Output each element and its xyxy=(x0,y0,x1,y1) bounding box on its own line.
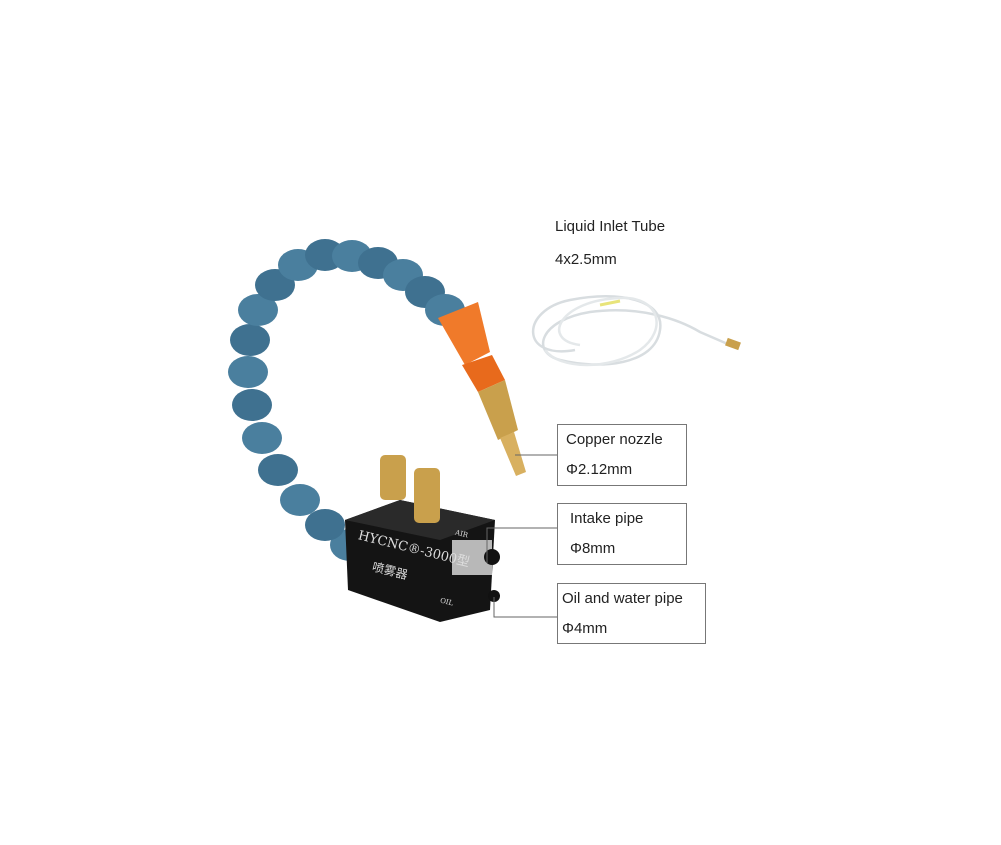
tube-size: 4x2.5mm xyxy=(555,251,617,268)
callout-oil-water-pipe: Oil and water pipe Φ4mm xyxy=(557,583,706,644)
callout-title: Copper nozzle xyxy=(566,431,663,448)
leader-lines xyxy=(486,454,557,618)
flexible-hose xyxy=(228,239,465,561)
copper-nozzle xyxy=(438,302,526,476)
hose-segment xyxy=(230,324,270,356)
hose-segment xyxy=(238,294,278,326)
tube-fitting xyxy=(725,337,741,351)
sprayer-block xyxy=(345,455,500,622)
callout-size: Φ8mm xyxy=(570,540,616,557)
callout-title: Oil and water pipe xyxy=(562,590,683,607)
hose-segment xyxy=(305,509,345,541)
hose-segment xyxy=(242,422,282,454)
callout-size: Φ4mm xyxy=(562,620,608,637)
callout-copper-nozzle: Copper nozzle Φ2.12mm xyxy=(557,424,687,486)
hose-segment xyxy=(228,356,268,388)
tube-title: Liquid Inlet Tube xyxy=(555,218,666,235)
hose-segment xyxy=(258,454,298,486)
callout-title: Intake pipe xyxy=(570,510,644,527)
hose-segment xyxy=(280,484,320,516)
hose-segment xyxy=(232,389,272,421)
liquid-inlet-tube xyxy=(531,295,731,367)
callout-size: Φ2.12mm xyxy=(566,461,633,478)
callout-intake-pipe: Intake pipe Φ8mm xyxy=(557,503,687,565)
